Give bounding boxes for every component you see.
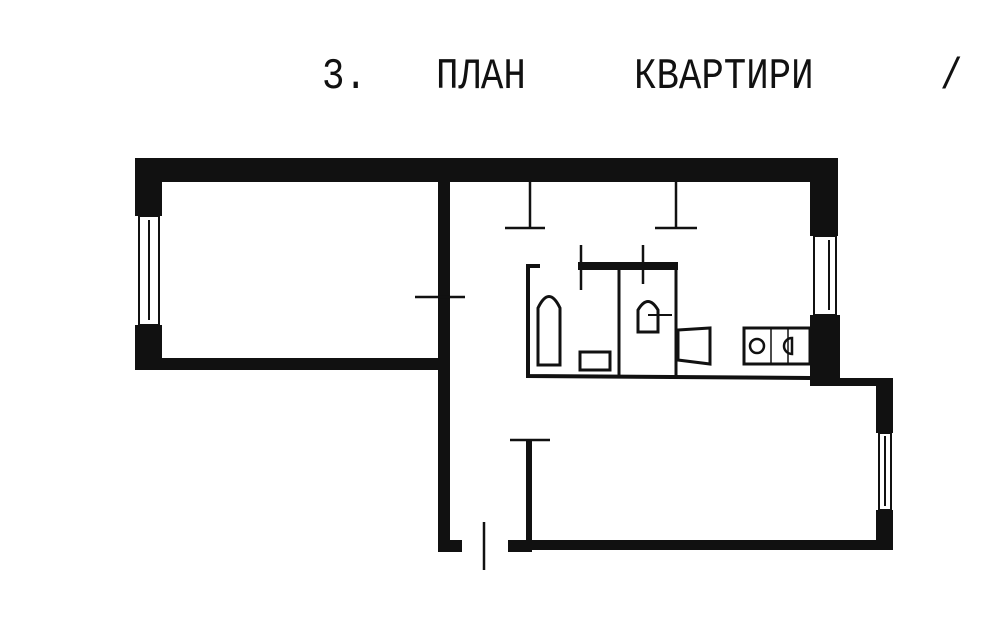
bathtub-icon (536, 295, 562, 367)
title-number: 3. (322, 52, 367, 102)
walls (135, 158, 893, 552)
title-word-plan: ПЛАН (436, 52, 526, 102)
title-slash: / (940, 52, 963, 102)
toilet-room-icon (742, 326, 812, 366)
bathroom-block (526, 262, 812, 380)
windows (138, 215, 892, 511)
washing-machine-icon (676, 326, 712, 366)
title-word-apartment: КВАРТИРИ (634, 52, 814, 102)
door-markers (415, 182, 697, 570)
toilet-icon (636, 300, 660, 334)
sink-icon (578, 350, 612, 372)
